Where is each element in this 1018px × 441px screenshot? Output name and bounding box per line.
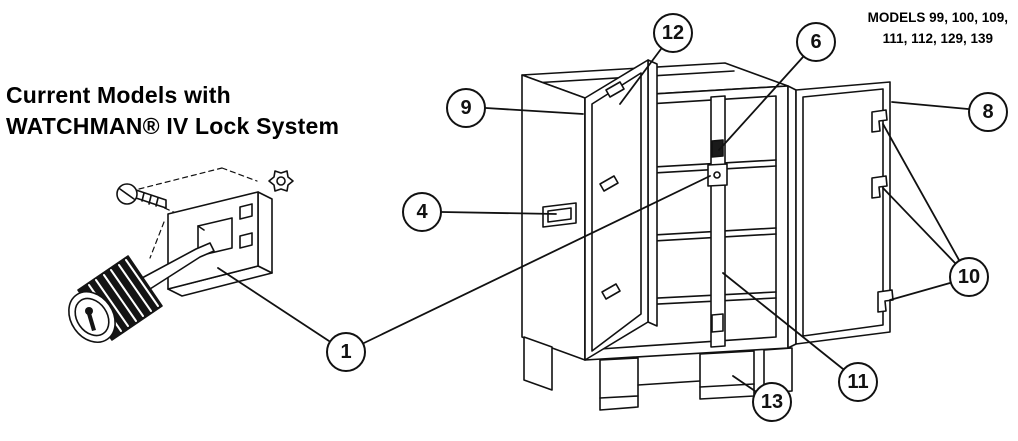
leader-13 [732, 375, 756, 392]
leg-back-left [523, 336, 553, 391]
base-legs [523, 336, 793, 411]
mounting-bracket [167, 191, 273, 297]
callout-9-number: 9 [460, 96, 472, 119]
callout-8-number: 8 [982, 100, 994, 123]
leader-12 [619, 48, 662, 105]
right-door-edge [787, 85, 797, 349]
bolt-slot [119, 188, 135, 200]
keyhole-slot [87, 313, 96, 331]
right-door-hinge-bottom [877, 289, 894, 313]
leader-4 [441, 211, 557, 215]
lock-detail-illustration [68, 167, 294, 343]
cabinet-illustration [521, 59, 894, 411]
callout-6: 6 [796, 22, 836, 62]
callout-4-number: 4 [416, 200, 428, 223]
callout-1-number: 1 [340, 340, 352, 363]
leg-front-right [763, 347, 793, 394]
leader-1-to-lock-channel [363, 175, 711, 344]
right-door-inner-line [802, 88, 884, 337]
leader-1-to-lock-detail [217, 267, 330, 342]
diagram-title: Current Models with WATCHMAN® IV Lock Sy… [6, 80, 339, 142]
left-door [584, 59, 658, 361]
right-door-panel [795, 81, 891, 345]
callout-10: 10 [949, 257, 989, 297]
wing-nut [268, 170, 294, 192]
lock-cylinder [68, 255, 163, 343]
callout-11: 11 [838, 362, 878, 402]
bracket-slot-lower [239, 232, 253, 249]
right-door-hinge-middle [871, 175, 888, 199]
center-lock-channel [710, 95, 726, 348]
callout-9: 9 [446, 88, 486, 128]
callout-12: 12 [653, 13, 693, 53]
models-note-line1: MODELS 99, 100, 109, [867, 10, 1008, 25]
leg-front-center [699, 350, 755, 400]
carriage-bolt [116, 183, 167, 209]
right-door-hinge-top [871, 109, 888, 133]
leader-11 [722, 272, 844, 370]
callout-4: 4 [402, 192, 442, 232]
base-rail [637, 380, 701, 386]
callout-13: 13 [752, 382, 792, 422]
diagram-title-line1: Current Models with [6, 82, 231, 108]
leader-10-middle [882, 187, 956, 264]
diagram-title-line2: WATCHMAN® IV Lock System [6, 113, 340, 140]
callout-12-number: 12 [661, 21, 685, 44]
leg-front-left [599, 357, 639, 411]
leader-6 [718, 56, 804, 151]
side-handle [542, 202, 577, 228]
lock-face-rim [74, 297, 110, 337]
left-door-inner-line [591, 72, 642, 352]
left-door-hinge-middle [599, 175, 619, 192]
callout-13-number: 13 [760, 390, 784, 413]
channel-latch [711, 139, 724, 158]
callout-11-number: 11 [847, 370, 869, 393]
callout-leader-lines [217, 48, 969, 392]
left-door-hinge-top [605, 81, 625, 98]
models-note-line2: 111, 112, 129, 139 [882, 30, 994, 46]
models-note: MODELS 99, 100, 109, 111, 112, 129, 139 [868, 8, 1008, 50]
bracket-side [257, 191, 273, 274]
leader-10-bottom [889, 282, 951, 301]
left-door-edge [647, 59, 658, 327]
channel-bottom-latch [711, 313, 724, 333]
bracket-slot-upper [239, 203, 253, 220]
left-door-hinge-bottom [601, 283, 621, 300]
callout-10-number: 10 [957, 265, 981, 288]
right-door [787, 81, 894, 349]
callout-1: 1 [326, 332, 366, 372]
hasp-hole [713, 171, 721, 179]
leader-10-top [882, 123, 960, 261]
leader-9 [485, 107, 584, 115]
callout-6-number: 6 [810, 30, 822, 53]
callout-8: 8 [968, 92, 1008, 132]
leader-8 [891, 101, 969, 110]
left-door-panel [584, 59, 649, 361]
